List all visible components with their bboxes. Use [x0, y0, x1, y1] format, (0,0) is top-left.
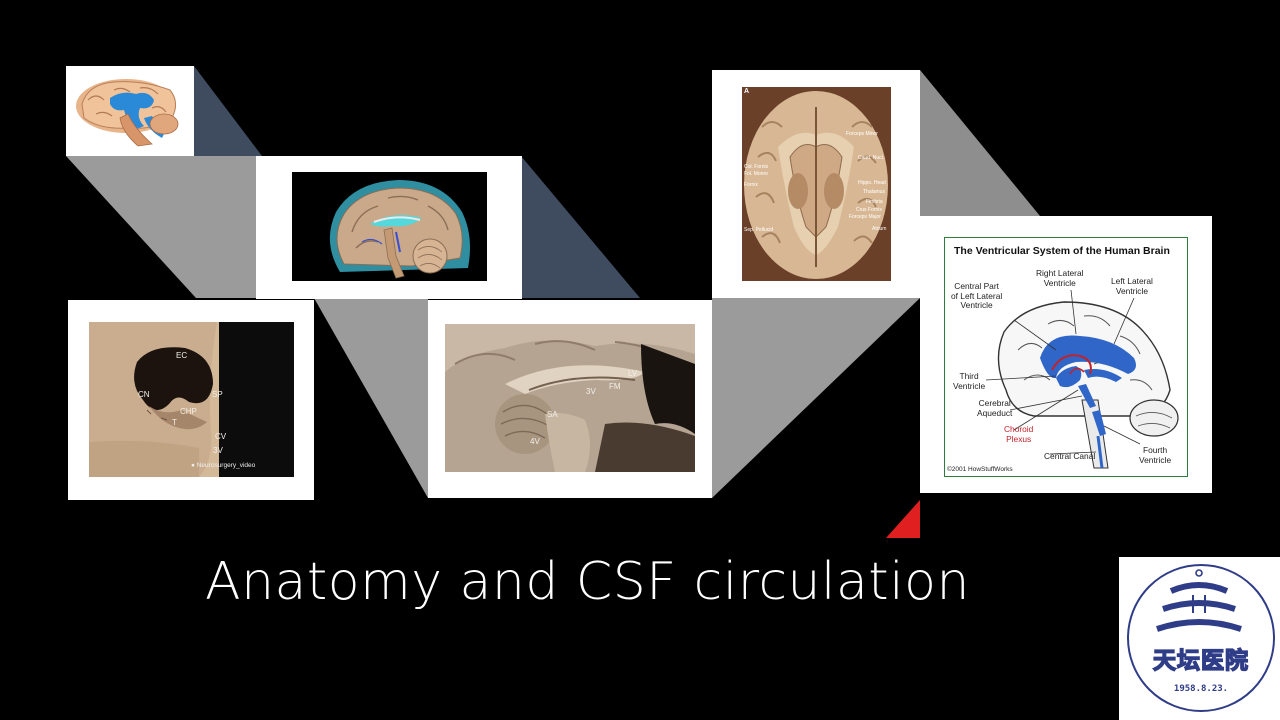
sag-label-4v: 4V: [530, 437, 540, 446]
connector-gray-4: [920, 70, 1040, 216]
endo-label-cn: CN: [138, 390, 150, 399]
axial-dissection-image: [742, 87, 891, 281]
diagram-label-central-part: Central Part of Left Lateral Ventricle: [951, 281, 1003, 310]
endo-watermark: ● Neurosurgery_video: [191, 462, 255, 469]
connector-gray-1: [66, 156, 262, 298]
axial-label-col-fornix: Col. Fornix: [744, 164, 769, 170]
axial-label-forceps-major: Forceps Major: [849, 214, 881, 220]
sagittal-illustration-image: [292, 172, 487, 281]
endo-label-ec: EC: [176, 351, 188, 360]
axial-label-thalamus: Thalamus: [863, 189, 885, 195]
endo-label-t: T: [172, 418, 177, 427]
axial-label-fornix: Fornix: [744, 182, 758, 188]
connector-gray-3: [712, 298, 920, 498]
diagram-copyright: ©2001 HowStuffWorks: [947, 466, 1013, 473]
hospital-logo-date: 1958.8.23.: [1173, 684, 1229, 694]
ventricular-diagram-frame: [944, 237, 1188, 477]
sagittal-photo-image: [445, 324, 695, 472]
axial-label-hippo-head: Hippo. Head: [858, 180, 886, 186]
endo-watermark-text: Neurosurgery_video: [196, 462, 256, 469]
axial-label-fimbria: Fimbria: [866, 199, 883, 205]
connector-gray-2: [314, 298, 428, 498]
sag-label-lv: LV: [628, 369, 638, 378]
wechat-icon: ●: [191, 462, 197, 469]
axial-panel-letter: A: [744, 88, 750, 95]
diagram-title: The Ventricular System of the Human Brai…: [954, 245, 1170, 257]
axial-label-atrium: Atrium: [872, 226, 887, 232]
diagram-label-choroid: Choroid Plexus: [1004, 424, 1034, 444]
endo-label-3v: 3V: [213, 446, 223, 455]
sag-label-3v: 3V: [586, 387, 596, 396]
axial-label-fol-monro: Fol. Monro: [744, 171, 768, 177]
hospital-logo-name: 天坛医院: [1152, 647, 1249, 674]
diagram-label-central-canal: Central Canal: [1044, 451, 1096, 461]
connector-slate-2: [521, 156, 640, 298]
connector-slate-1: [194, 66, 262, 156]
diagram-label-aqueduct: Cerebral Aqueduct: [977, 398, 1013, 418]
diagram-label-third: Third Ventricle: [953, 371, 986, 391]
endo-label-chp: CHP: [180, 407, 197, 416]
ventricular-diagram-art: [985, 289, 1179, 469]
endo-label-sp: SP: [212, 390, 223, 399]
axial-label-crus-fornix: Crus Fornix: [856, 207, 882, 213]
slide-title: Anatomy and CSF circulation: [205, 552, 970, 612]
sag-label-sa: SA: [547, 410, 558, 419]
diagram-label-fourth: Fourth Ventricle: [1139, 445, 1172, 465]
endo-label-cv: CV: [215, 432, 227, 441]
hospital-logo: [1127, 564, 1275, 712]
axial-label-caud-nucl: Caud. Nucl.: [858, 155, 885, 161]
axial-label-forceps-minor: Forceps Minor: [846, 131, 878, 137]
brain-model-image: [76, 79, 179, 147]
diagram-label-right-lateral: Right Lateral Ventricle: [1036, 268, 1084, 288]
endoscopic-photo-image: [89, 322, 294, 477]
sag-label-fm: FM: [609, 382, 621, 391]
axial-label-sep-pellucid: Sep. Pellucid: [744, 227, 774, 233]
accent-red-triangle: [886, 500, 920, 538]
diagram-label-left-lateral: Left Lateral Ventricle: [1111, 276, 1153, 296]
